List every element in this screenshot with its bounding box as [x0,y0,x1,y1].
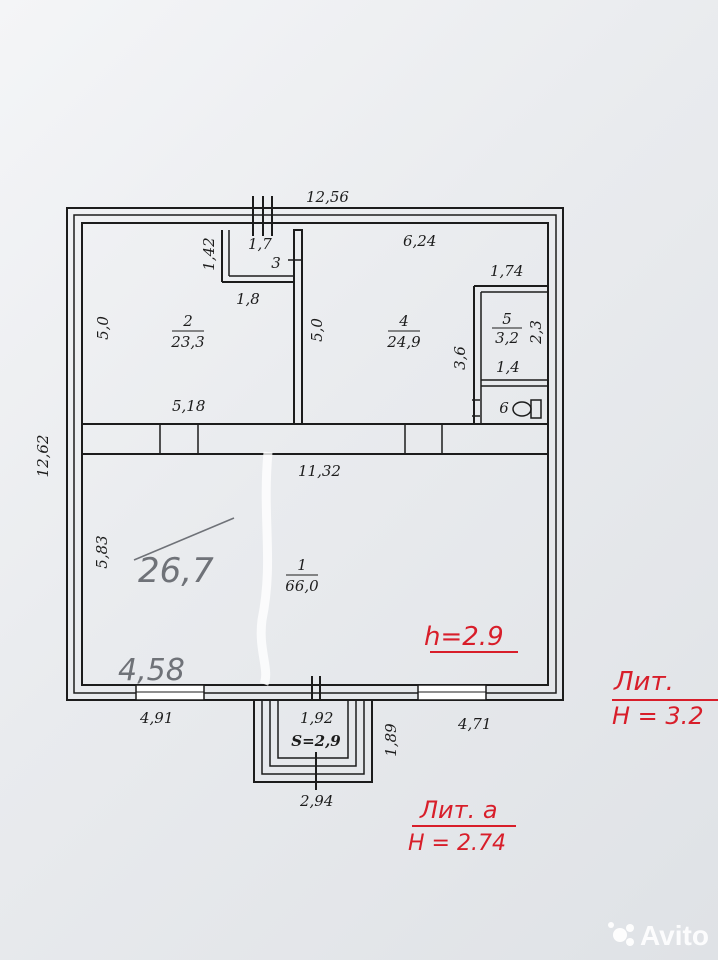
dim-room2-bottom: 5,18 [172,397,205,415]
lit-a-height: H = 2.74 [408,831,506,856]
lit-a-title: Лит. а [419,796,498,824]
room3-closet [221,230,294,283]
dim-top-width: 12,56 [306,188,349,206]
dim-room5-bottom: 1,4 [496,358,520,376]
room3-number: 3 [271,254,281,272]
room5-number: 5 [502,310,512,328]
room2-number: 2 [182,312,193,330]
window-bottom-right [417,684,487,701]
room1-number: 1 [297,556,307,574]
vent-marker-top [252,196,273,236]
dim-room4-top: 6,24 [403,232,436,250]
room5-bathroom [473,285,548,424]
room4-number: 4 [398,312,409,330]
dim-room4-height: 5,0 [308,318,326,342]
dim-room4-side: 3,6 [451,346,469,370]
lit-main-height: H = 3.2 [612,702,704,730]
dim-porch-outer: 2,94 [299,792,333,810]
dim-porch-depth: 1,89 [382,723,400,757]
pencil-stroke [133,517,235,561]
height-main-note: h=2.9 [424,622,504,652]
room6-number: 6 [499,399,509,417]
doorway-room2 [159,424,199,454]
dim-room3-width: 1,7 [248,235,272,253]
dim-hall-height: 5,83 [93,535,111,568]
pencil-dim-note: 4,58 [118,653,185,688]
lit-main-title: Лит. [613,667,674,697]
pencil-area-note: 26,7 [138,551,214,591]
outer-wall-outer-line [66,207,564,701]
porch-area: S=2,9 [291,732,341,750]
dim-room5-height: 2,3 [527,320,545,345]
avito-watermark: Avito [608,920,709,951]
dim-bottom-left: 4,91 [139,709,173,727]
paper-crease [256,451,273,686]
room1-area: 66,0 [285,577,319,595]
toilet-icon [512,399,542,419]
dim-hall-width: 11,32 [298,462,341,480]
outer-wall-middle-line [73,214,557,694]
doorway-room4 [404,424,443,454]
wall-room2-room4 [293,229,303,425]
room4-area: 24,9 [386,333,421,351]
partition-wall [81,423,549,455]
dim-left-height: 12,62 [34,435,52,478]
room2-area: 23,3 [170,333,204,351]
bathroom-door-mark [472,399,480,417]
avito-watermark-text: Avito [640,920,709,951]
room5-area: 3,2 [495,329,519,347]
window-bottom-left [135,684,205,701]
dim-porch-width: 1,92 [300,709,333,727]
porch [253,676,373,790]
dim-room3-height: 1,42 [200,237,218,270]
dim-room2-height: 5,0 [94,316,112,340]
dim-bottom-right: 4,71 [457,715,491,733]
dim-room5-width: 1,74 [490,262,523,280]
dim-room3-bottom: 1,8 [236,290,260,308]
